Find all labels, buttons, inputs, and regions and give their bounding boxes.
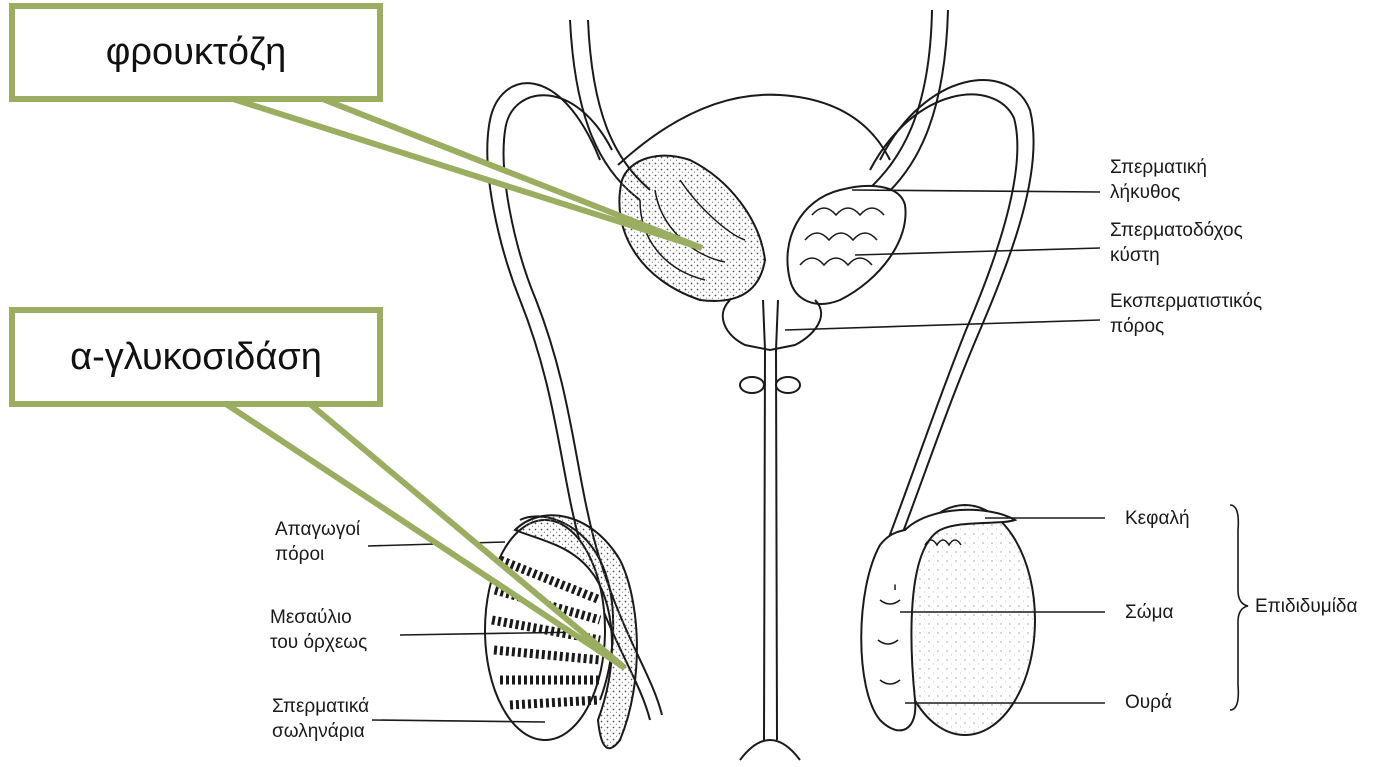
label-seminal-vesicle: Σπερματοδόχος κύστη — [1110, 218, 1243, 268]
label-mediastinum-line1: Μεσαύλιο — [270, 605, 367, 630]
label-tail-text: Ουρά — [1125, 690, 1172, 715]
label-seminal-ampulla-line2: λήκυθος — [1110, 180, 1207, 205]
urethra — [740, 300, 800, 760]
label-tail: Ουρά — [1125, 690, 1172, 715]
label-efferent-ducts-line1: Απαγωγοί — [275, 517, 360, 542]
label-ejaculatory-duct-line1: Εκσπερματιστικός — [1110, 289, 1262, 314]
callout-fructose-text: φρουκτόζη — [106, 31, 287, 74]
label-body: Σώμα — [1125, 600, 1174, 625]
label-seminal-ampulla: Σπερματική λήκυθος — [1110, 155, 1207, 205]
label-ejaculatory-duct-line2: πόρος — [1110, 314, 1262, 339]
label-seminal-vesicle-line2: κύστη — [1110, 243, 1243, 268]
label-mediastinum-line2: του όρχεως — [270, 630, 367, 655]
label-efferent-ducts: Απαγωγοί πόροι — [275, 517, 360, 567]
callout-alpha-glucosidase-text: α-γλυκοσιδάση — [70, 336, 322, 379]
prostate — [723, 300, 821, 393]
label-seminal-vesicle-line1: Σπερματοδόχος — [1110, 218, 1243, 243]
label-seminiferous-tubules-line1: Σπερματικά — [272, 694, 369, 719]
label-head-text: Κεφαλή — [1125, 506, 1190, 531]
label-efferent-ducts-line2: πόροι — [275, 542, 360, 567]
label-seminiferous-tubules-line2: σωληνάρια — [272, 719, 369, 744]
label-ejaculatory-duct: Εκσπερματιστικός πόρος — [1110, 289, 1262, 339]
label-epididymis: Επιδιδυμίδα — [1255, 594, 1358, 619]
label-epididymis-text: Επιδιδυμίδα — [1255, 594, 1358, 619]
label-body-text: Σώμα — [1125, 600, 1174, 625]
callout-alpha-glucosidase: α-γλυκοσιδάση — [9, 307, 383, 407]
label-seminiferous-tubules: Σπερματικά σωληνάρια — [272, 694, 369, 744]
seminal-vesicle-right — [787, 186, 905, 304]
label-mediastinum: Μεσαύλιο του όρχεως — [270, 605, 367, 655]
callout-fructose: φρουκτόζη — [9, 3, 383, 102]
label-seminal-ampulla-line1: Σπερματική — [1110, 155, 1207, 180]
label-head: Κεφαλή — [1125, 506, 1190, 531]
urinary-bladder — [618, 95, 890, 165]
